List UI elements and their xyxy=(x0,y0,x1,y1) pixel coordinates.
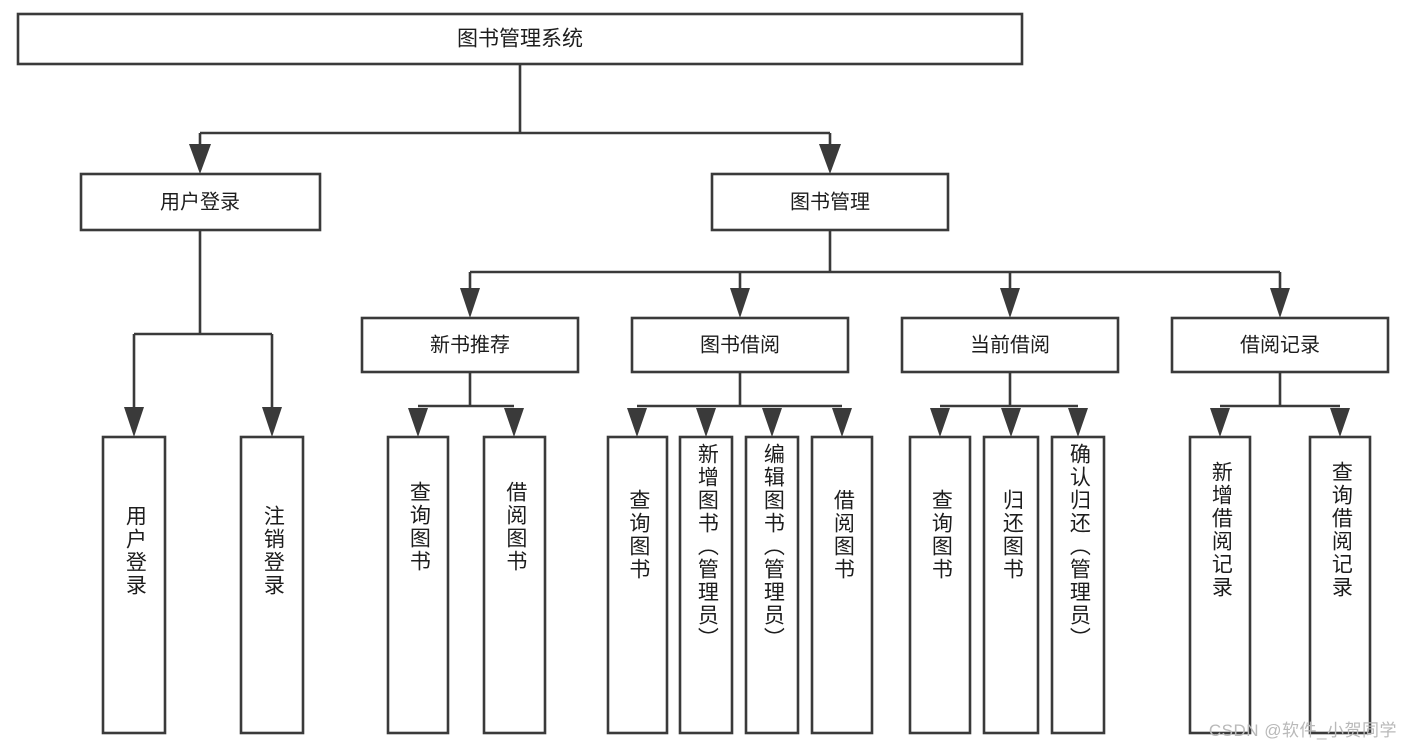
node-current-borrow-label: 当前借阅 xyxy=(970,333,1050,356)
node-borrow-record-label: 借阅记录 xyxy=(1240,333,1320,356)
arrowhead-borrow-record xyxy=(1270,288,1290,318)
node-new-book-rec-label: 新书推荐 xyxy=(430,333,510,356)
node-book-manage-rect[interactable] xyxy=(710,172,950,232)
node-user-login-rect[interactable] xyxy=(79,172,322,232)
arrowhead-leaf-query-book-1 xyxy=(408,408,428,437)
arrowhead-leaf-query-book-2 xyxy=(627,408,647,437)
node-book-borrow-rect[interactable] xyxy=(630,316,850,374)
arrowhead-leaf-return-book xyxy=(1001,408,1021,437)
node-leaf-logout-rect[interactable] xyxy=(239,435,305,735)
node-root-label: 图书管理系统 xyxy=(457,28,583,51)
node-book-borrow[interactable]: 图书借阅 xyxy=(630,316,850,374)
node-leaf-add-book-rect[interactable] xyxy=(678,435,734,735)
arrowhead-new-book-rec xyxy=(460,288,480,318)
arrowhead-leaf-add-record xyxy=(1210,408,1230,437)
node-leaf-query-book-1-rect[interactable] xyxy=(386,435,450,735)
node-current-borrow[interactable]: 当前借阅 xyxy=(900,316,1120,374)
nodes-layer: 图书管理系统 用户登录 图书管理 新书推荐 图书借阅 当前 xyxy=(16,12,1390,735)
node-book-borrow-label: 图书借阅 xyxy=(700,333,780,356)
node-root[interactable]: 图书管理系统 xyxy=(16,12,1024,66)
arrowhead-user-login xyxy=(189,144,211,174)
node-leaf-query-book-2-rect[interactable] xyxy=(606,435,669,735)
node-current-borrow-rect[interactable] xyxy=(900,316,1120,374)
arrowhead-leaf-edit-book xyxy=(762,408,782,437)
node-leaf-return-book-rect[interactable] xyxy=(982,435,1040,735)
arrowhead-leaf-query-book-3 xyxy=(930,408,950,437)
node-root-rect[interactable] xyxy=(16,12,1024,66)
node-user-login-label: 用户登录 xyxy=(160,190,240,213)
arrowhead-leaf-query-record xyxy=(1330,408,1350,437)
node-new-book-rec[interactable]: 新书推荐 xyxy=(360,316,580,374)
connectors-layer xyxy=(124,64,1350,437)
arrowhead-book-manage xyxy=(819,144,841,174)
arrowhead-book-borrow xyxy=(730,288,750,318)
node-leaf-borrow-book-2-rect[interactable] xyxy=(810,435,874,735)
node-leaf-query-record-rect[interactable] xyxy=(1308,435,1372,735)
node-leaf-user-login-rect[interactable] xyxy=(101,435,167,735)
arrowhead-leaf-borrow-book-2 xyxy=(832,408,852,437)
node-new-book-rec-rect[interactable] xyxy=(360,316,580,374)
arrowhead-current-borrow xyxy=(1000,288,1020,318)
node-leaf-edit-book-rect[interactable] xyxy=(744,435,800,735)
node-leaf-add-record-rect[interactable] xyxy=(1188,435,1252,735)
arrowhead-leaf-confirm-return xyxy=(1068,408,1088,437)
node-book-manage[interactable]: 图书管理 xyxy=(710,172,950,232)
node-leaf-query-book-3-rect[interactable] xyxy=(908,435,972,735)
node-borrow-record-rect[interactable] xyxy=(1170,316,1390,374)
node-leaf-confirm-return-rect[interactable] xyxy=(1050,435,1106,735)
arrowhead-leaf-borrow-book-1 xyxy=(504,408,524,437)
arrowhead-leaf-add-book xyxy=(696,408,716,437)
node-user-login[interactable]: 用户登录 xyxy=(79,172,322,232)
arrowhead-leaf-user-login xyxy=(124,407,144,437)
node-borrow-record[interactable]: 借阅记录 xyxy=(1170,316,1390,374)
node-book-manage-label: 图书管理 xyxy=(790,190,870,213)
node-leaf-borrow-book-1-rect[interactable] xyxy=(482,435,547,735)
arrowhead-leaf-logout xyxy=(262,407,282,437)
